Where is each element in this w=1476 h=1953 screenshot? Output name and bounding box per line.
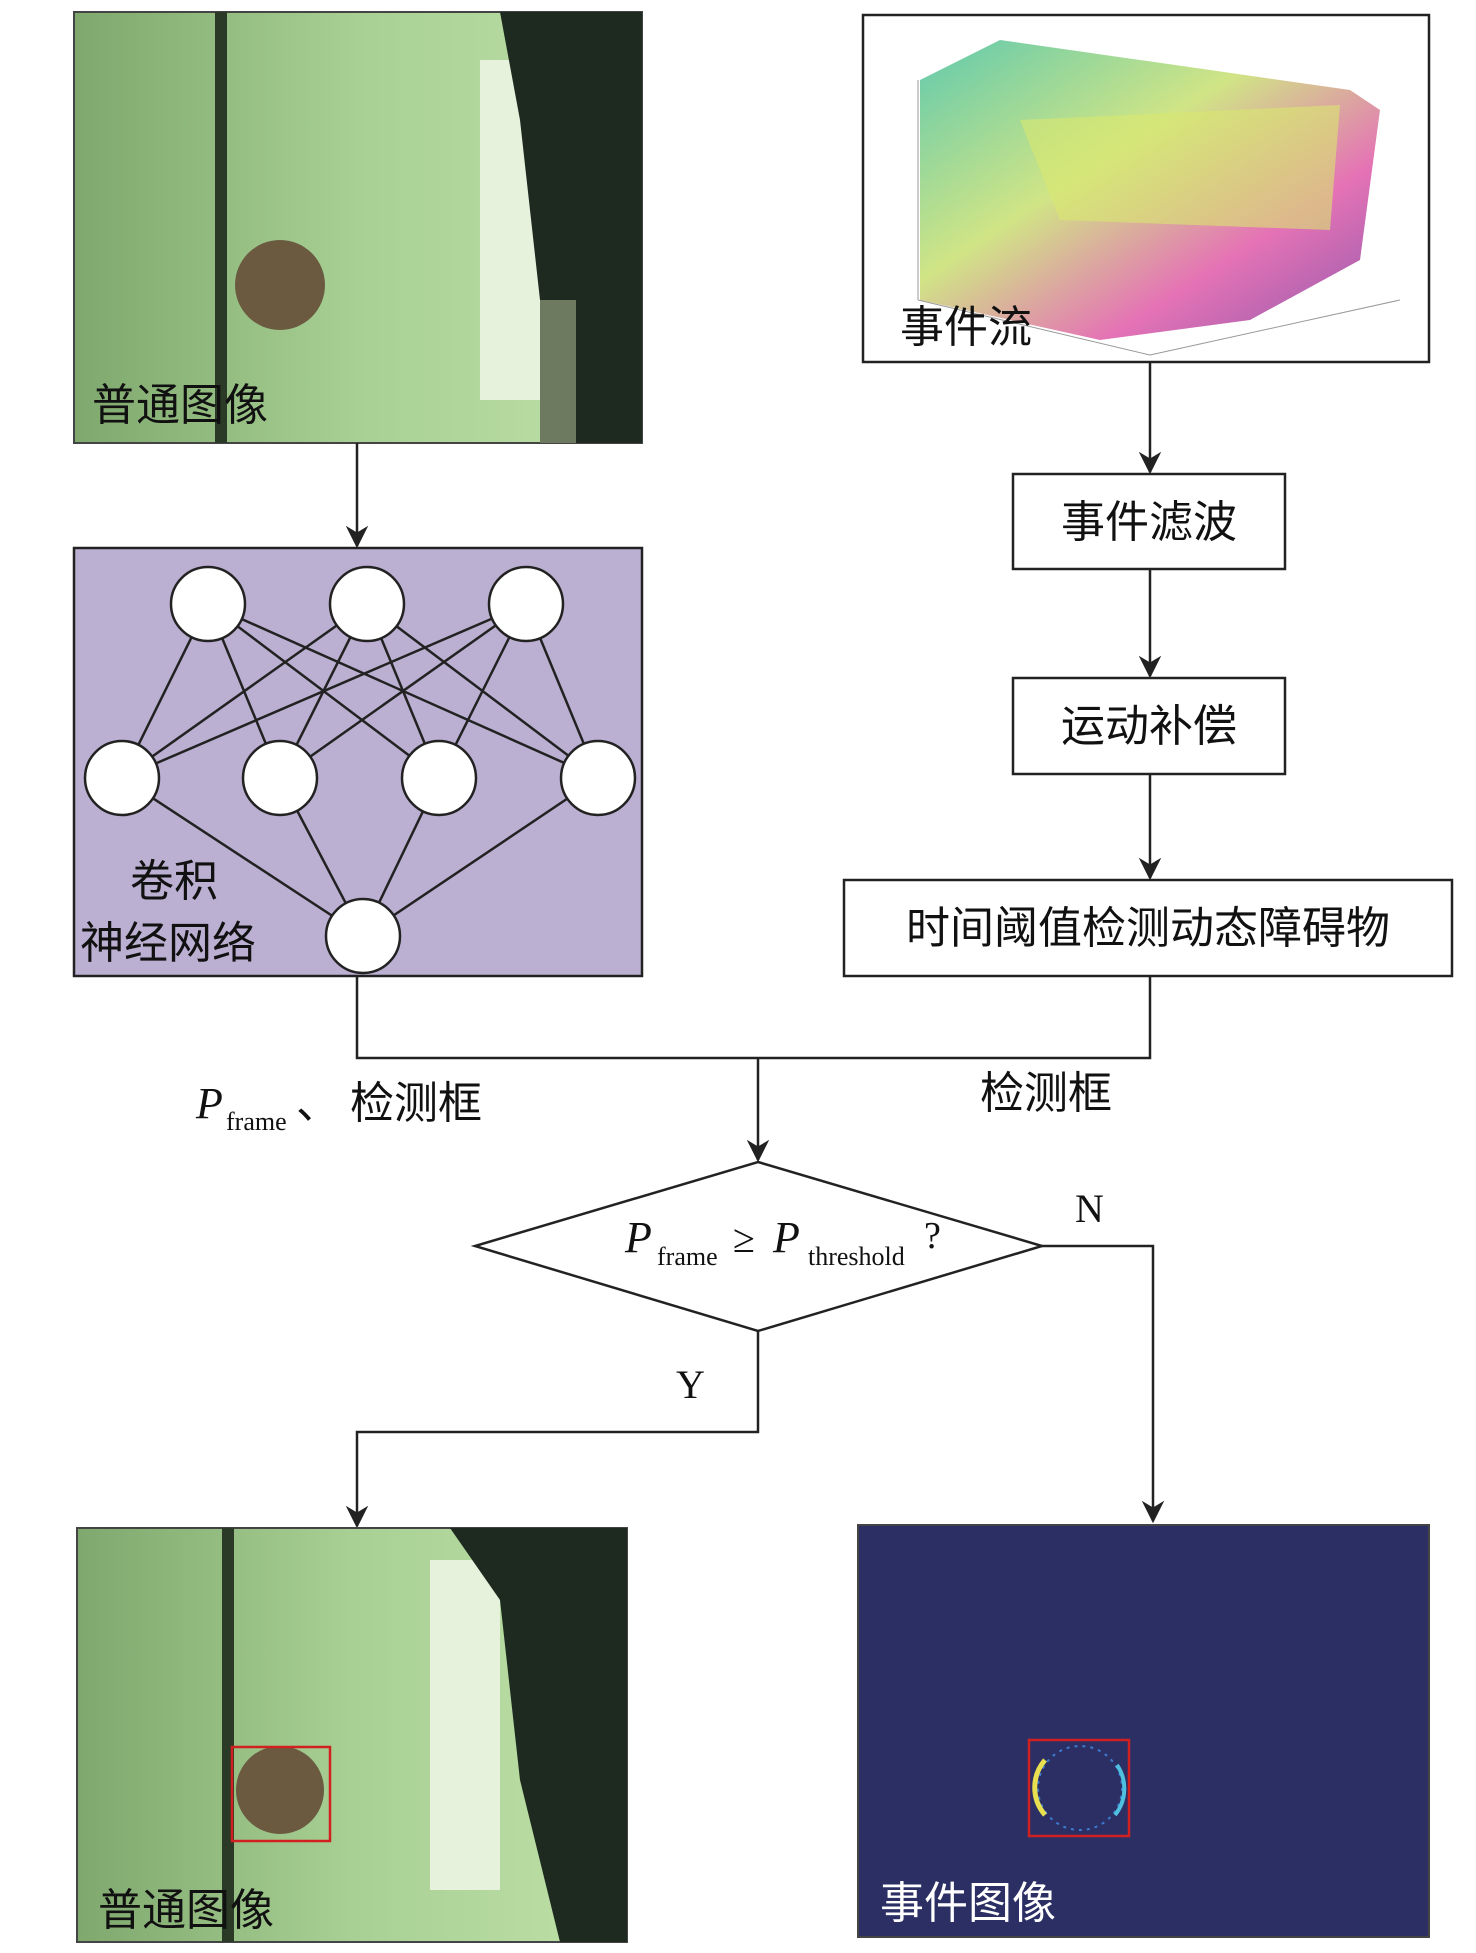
cnn-label-1: 卷积 bbox=[130, 856, 218, 907]
temporal-threshold-label: 时间阈值检测动态障碍物 bbox=[906, 903, 1390, 954]
merge-line bbox=[355, 976, 1152, 1060]
event-image-label: 事件图像 bbox=[880, 1878, 1056, 1929]
p-frame-label: P bbox=[195, 1079, 223, 1128]
normal-image-bottom: 普通图像 bbox=[76, 1527, 628, 1943]
event-stream-plot: 事件流 bbox=[861, 13, 1431, 364]
cnn-label-2: 神经网络 bbox=[80, 918, 256, 969]
detection-box bbox=[230, 1745, 332, 1843]
event-image: 事件图像 bbox=[857, 1524, 1430, 1938]
event-filter-step: 事件滤波 bbox=[1011, 472, 1287, 571]
cnn-box: 卷积 神经网络 bbox=[72, 546, 644, 978]
decision-sub2: threshold bbox=[808, 1242, 905, 1271]
left-detection-box-label: 检测框 bbox=[350, 1078, 482, 1129]
event-detection-box bbox=[1027, 1738, 1131, 1838]
decision-q: ? bbox=[924, 1215, 941, 1257]
cnn-nodes bbox=[83, 565, 637, 975]
yes-label: Y bbox=[676, 1362, 705, 1407]
decision-p1: P bbox=[624, 1213, 652, 1262]
no-label: N bbox=[1075, 1186, 1104, 1231]
normal-image-bottom-label: 普通图像 bbox=[98, 1885, 274, 1936]
decision-diamond: P frame ≥ P threshold ? bbox=[470, 1160, 1047, 1333]
decision-p2: P bbox=[772, 1213, 800, 1262]
temporal-threshold-step: 时间阈值检测动态障碍物 bbox=[842, 878, 1454, 978]
right-detection-box-label: 检测框 bbox=[980, 1068, 1112, 1119]
event-stream-label: 事件流 bbox=[900, 302, 1032, 353]
separator: 、 bbox=[296, 1078, 340, 1129]
decision-sub1: frame bbox=[657, 1242, 718, 1271]
event-filter-label: 事件滤波 bbox=[1061, 497, 1237, 548]
p-frame-sub: frame bbox=[226, 1107, 287, 1136]
normal-image-label: 普通图像 bbox=[92, 380, 268, 431]
motion-compensation-step: 运动补偿 bbox=[1011, 676, 1287, 776]
normal-image-top: 普通图像 bbox=[73, 11, 643, 444]
yes-branch bbox=[345, 1331, 760, 1529]
decision-op: ≥ bbox=[733, 1216, 755, 1261]
motion-compensation-label: 运动补偿 bbox=[1061, 701, 1237, 752]
no-branch bbox=[1042, 1244, 1165, 1524]
